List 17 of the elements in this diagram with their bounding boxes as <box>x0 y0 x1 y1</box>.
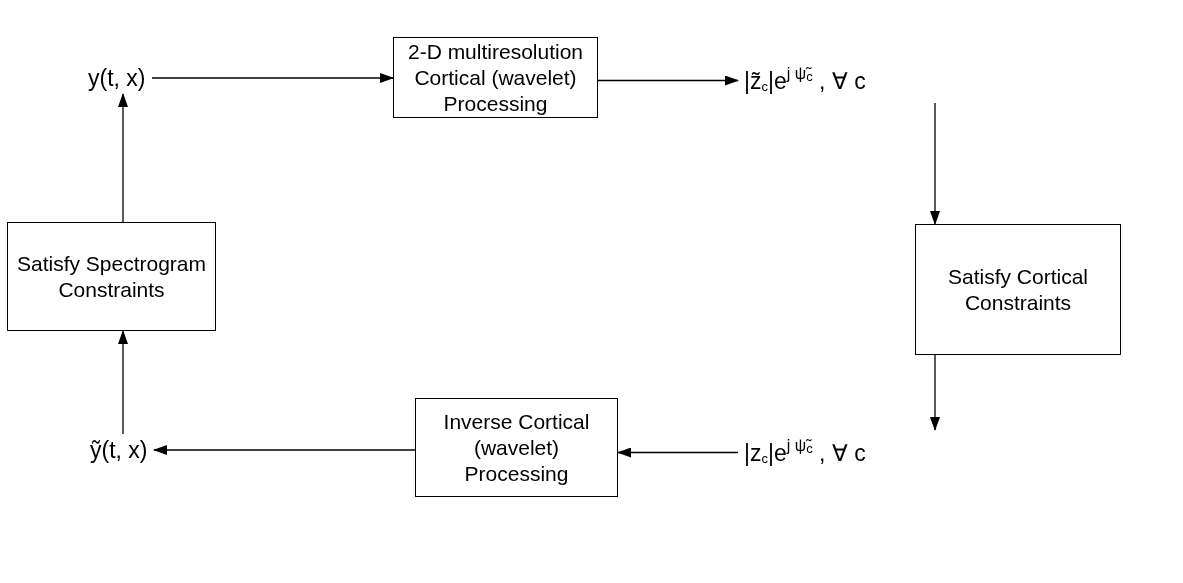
arrow <box>118 330 128 435</box>
node-text: Satisfy Spectrogram Constraints <box>15 250 208 303</box>
arrow <box>930 354 940 431</box>
signal-expression: ỹ(t, x) <box>84 434 154 466</box>
process-box <box>415 398 618 497</box>
node-text: Satisfy Cortical Constraints <box>946 263 1089 316</box>
process-box <box>915 224 1121 355</box>
arrow <box>617 447 739 458</box>
process-box <box>7 222 216 331</box>
arrow <box>151 73 394 83</box>
node-text: 2-D multiresolution Cortical (wavelet) Processing <box>406 38 585 117</box>
arrow <box>118 93 128 223</box>
arrow <box>930 102 940 225</box>
node-text: Inverse Cortical (wavelet) Processing <box>442 408 591 487</box>
arrow <box>153 445 416 455</box>
arrow <box>597 75 739 86</box>
signal-expression: y(t, x) <box>82 62 152 94</box>
